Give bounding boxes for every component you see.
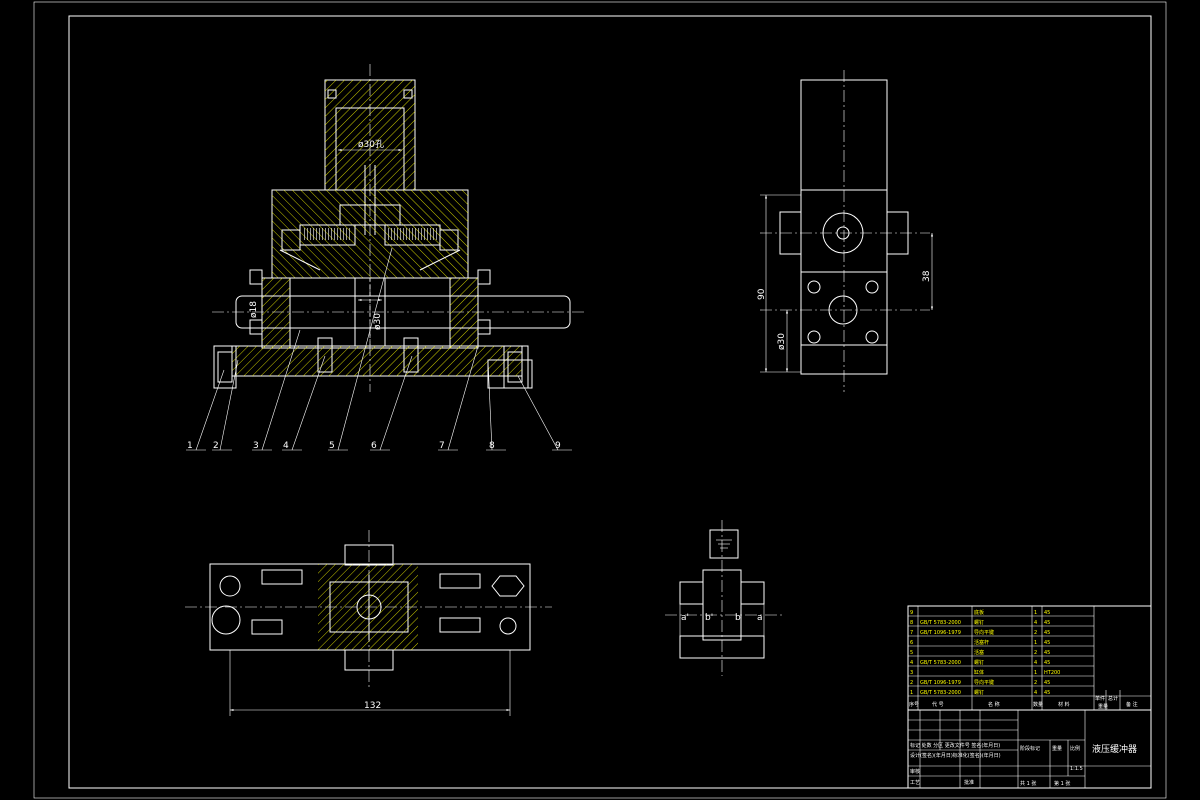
part-name-6: 活塞杆 (974, 639, 989, 646)
callout-8: 8 (489, 441, 495, 451)
part-mat-7: 45 (1044, 630, 1050, 636)
part-qty-7: 2 (1034, 630, 1037, 636)
part-mat-9: 45 (1044, 610, 1050, 616)
dim-bore: ø30孔 (358, 139, 384, 150)
hydraulic-schematic: a' b' b a (665, 520, 782, 676)
dim-piston: ø30 (373, 313, 383, 330)
part-std-8: GB/T 5783-2000 (920, 620, 961, 626)
part-no-3: 3 (910, 670, 913, 676)
outer-border (33, 1, 1167, 799)
callout-2: 2 (213, 441, 219, 451)
part-no-6: 6 (910, 640, 913, 646)
designer-row: 设计(签名)(年月日)标准化(签名)(年月日) (910, 752, 1001, 759)
callout-6: 6 (371, 441, 377, 451)
part-no-8: 8 (910, 620, 913, 626)
part-mat-2: 45 (1044, 680, 1050, 686)
callout-5: 5 (329, 441, 335, 451)
part-name-8: 螺钉 (974, 619, 984, 626)
part-std-7: GB/T 1096-1979 (920, 630, 961, 636)
header-unit-weight: 单件 (1095, 695, 1105, 702)
callout-3: 3 (253, 441, 259, 451)
header-qty: 数量 (1033, 701, 1043, 708)
part-qty-2: 2 (1034, 680, 1037, 686)
callout-9: 9 (555, 441, 561, 451)
header-remark: 备 注 (1126, 701, 1138, 708)
part-mat-5: 45 (1044, 650, 1050, 656)
schematic-label-a: a (757, 613, 763, 623)
sheet-no: 第 1 张 (1054, 780, 1070, 787)
part-qty-1: 4 (1034, 690, 1037, 696)
part-mat-8: 45 (1044, 620, 1050, 626)
drawing-title: 液压缓冲器 (1092, 743, 1137, 755)
scale-label: 比例 (1070, 745, 1080, 752)
part-std-4: GB/T 5783-2000 (920, 660, 961, 666)
part-name-2: 导向平键 (974, 679, 994, 686)
part-no-2: 2 (910, 680, 913, 686)
part-no-7: 7 (910, 630, 913, 636)
callout-4: 4 (283, 441, 289, 451)
callout-7: 7 (439, 441, 445, 451)
schematic-label-a-prime: a' (681, 613, 689, 623)
part-name-1: 螺钉 (974, 689, 984, 696)
part-qty-3: 1 (1034, 670, 1037, 676)
part-qty-5: 2 (1034, 650, 1037, 656)
callout-1: 1 (187, 441, 193, 451)
schematic-label-b-prime: b' (705, 613, 713, 623)
part-mat-1: 45 (1044, 690, 1050, 696)
header-name: 名 称 (988, 701, 1000, 708)
part-std-1: GB/T 5783-2000 (920, 690, 961, 696)
title-block: 标记 处数 分区 更改文件号 签名(年月日) 设计(签名)(年月日)标准化(签名… (907, 709, 1152, 789)
front-view: ø30孔 ø18 ø30 (186, 64, 586, 451)
scale-value: 1:1.5 (1070, 766, 1083, 772)
part-std-2: GB/T 1096-1979 (920, 680, 961, 686)
part-no-9: 9 (910, 610, 913, 616)
part-name-3: 缸体 (974, 669, 984, 676)
part-qty-6: 1 (1034, 640, 1037, 646)
part-qty-4: 4 (1034, 660, 1037, 666)
dim-hole: ø30 (777, 333, 787, 350)
part-name-7: 导向平键 (974, 629, 994, 636)
part-no-5: 5 (910, 650, 913, 656)
part-no-4: 4 (910, 660, 913, 666)
approve-label: 批准 (964, 779, 974, 786)
header-weight: 重量 (1098, 703, 1108, 710)
header-total-weight: 总计 (1108, 695, 1118, 702)
schematic-label-b: b (735, 613, 741, 623)
part-no-1: 1 (910, 690, 913, 696)
weight-label: 重量 (1052, 745, 1062, 752)
header-mat: 材 料 (1058, 701, 1070, 708)
part-name-9: 底板 (974, 609, 984, 616)
sheet-total: 共 1 张 (1020, 780, 1036, 787)
dim-shaft: ø18 (249, 301, 259, 318)
parts-table: 9 底板 1 45 8 GB/T 5783-2000 螺钉 4 45 7 GB/… (907, 605, 1152, 711)
dim-offset: 38 (922, 270, 932, 282)
check-label: 审核 (910, 768, 920, 775)
part-mat-4: 45 (1044, 660, 1050, 666)
process-label: 工艺 (910, 780, 920, 786)
part-qty-9: 1 (1034, 610, 1037, 616)
inner-border (68, 15, 1152, 789)
part-mat-6: 45 (1044, 640, 1050, 646)
revision-row: 标记 处数 分区 更改文件号 签名(年月日) (910, 742, 1000, 749)
header-no: 序号 (909, 701, 919, 708)
part-name-4: 螺钉 (974, 659, 984, 666)
side-view: 90 ø30 38 (757, 70, 934, 392)
part-qty-8: 4 (1034, 620, 1037, 626)
part-name-5: 活塞 (974, 649, 984, 656)
dim-height: 90 (757, 288, 767, 300)
header-std: 代 号 (932, 701, 944, 708)
stage-label: 阶段标记 (1020, 745, 1040, 752)
part-mat-3: HT200 (1044, 670, 1060, 676)
bottom-view: 132 (185, 530, 552, 716)
dim-length: 132 (364, 701, 381, 711)
